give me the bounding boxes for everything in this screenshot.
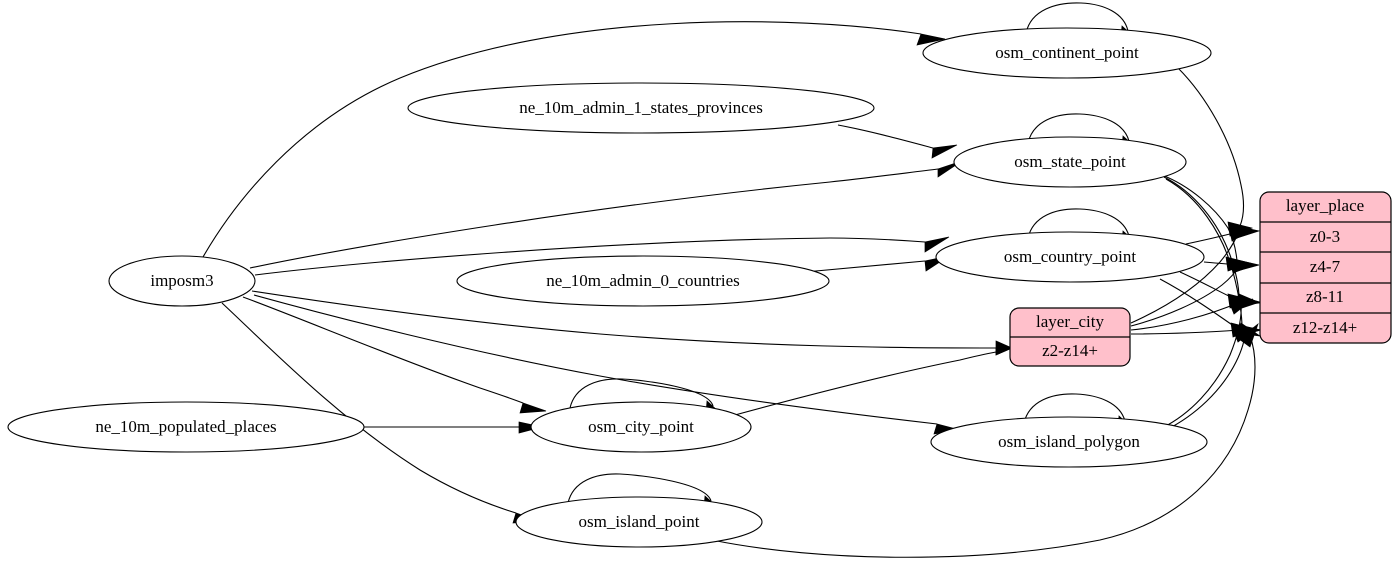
edge-osm_island_point-to-layer_place-z12-z14 — [711, 335, 1256, 558]
edge-osm_island_polygon-to-layer_place-z8-11 — [1161, 302, 1242, 429]
edge-layer — [202, 2, 1262, 558]
selfloop-osm_city_point — [569, 378, 714, 409]
edge-layer_city-to-layer_place-z12-z14 — [1130, 329, 1241, 335]
node-ne_10m_admin_0_countries[interactable]: ne_10m_admin_0_countries — [456, 255, 830, 307]
edge-imposm3-to-layer_city — [251, 290, 997, 349]
node-imposm3[interactable]: imposm3 — [108, 255, 256, 307]
edge-layer_city-to-layer_place-z8-11 — [1130, 301, 1241, 331]
node-osm_island_point[interactable]: osm_island_point — [515, 496, 763, 548]
edge-osm_continent_point-to-layer_place-z0-3 — [1177, 67, 1245, 227]
edge-imposm3-to-osm_state_point — [249, 168, 939, 269]
arrowhead-place-z12-e — [1238, 322, 1259, 348]
node-ne_10m_populated_places[interactable]: ne_10m_populated_places — [7, 401, 365, 453]
arrowhead-place-z0-3-c — [1228, 226, 1254, 242]
node-ne_10m_admin_1_states_provinces[interactable]: ne_10m_admin_1_states_provinces — [407, 82, 875, 134]
arrowhead-osm_continent_point-in — [916, 33, 946, 46]
node-osm_state_point[interactable]: osm_state_point — [953, 136, 1187, 188]
record-layer_city[interactable]: layer_city z2-z14+ — [1009, 307, 1131, 367]
edge-layer_city-to-layer_place-z0-3 — [1130, 230, 1240, 324]
edge-imposm3-to-osm_island_point — [221, 302, 517, 514]
arrowhead-osm_state_point-in-2 — [931, 144, 958, 159]
arrowhead-osm_city_point-in-1 — [519, 402, 547, 414]
selfloop-osm_island_polygon — [1023, 393, 1126, 424]
node-osm_city_point[interactable]: osm_city_point — [530, 401, 752, 453]
selfloop-osm_continent_point — [1025, 2, 1129, 34]
edge-imposm3-to-osm_city_point — [242, 296, 524, 404]
node-layer: imposm3 ne_10m_admin_1_states_provinces … — [7, 27, 1212, 548]
node-osm_continent_point[interactable]: osm_continent_point — [922, 27, 1212, 79]
edge-ne_states_provinces-to-osm_state_point — [837, 124, 934, 149]
edge-osm_country_point-to-layer_place-z8-11 — [1179, 271, 1238, 301]
node-osm_island_polygon[interactable]: osm_island_polygon — [930, 416, 1208, 468]
edge-imposm3-to-osm_continent_point — [202, 21, 922, 258]
arrowhead-place-z8-11-d — [1229, 298, 1254, 315]
selfloop-osm_country_point — [1027, 208, 1130, 239]
arrowhead-osm_country_point-in-1 — [924, 236, 950, 253]
edge-ne_admin_0_countries-to-osm_country_point — [804, 260, 926, 273]
edge-osm_country_point-to-layer_place-z12-z14 — [1159, 278, 1239, 330]
selfloop-osm_state_point — [1027, 113, 1130, 144]
selfloop-osm_island_point — [567, 473, 712, 504]
edge-osm_city_point-to-layer_city — [734, 351, 997, 416]
edge-imposm3-to-osm_island_polygon — [253, 294, 938, 425]
arrowhead-place-z4-7-c — [1231, 258, 1256, 274]
arrowhead-layer_city-in-b — [995, 340, 1013, 356]
edge-imposm3-to-osm_country_point — [254, 237, 926, 276]
record-layer_place[interactable]: layer_place z0-3 z4-7 z8-11 z12-z14+ — [1259, 191, 1392, 344]
node-osm_country_point[interactable]: osm_country_point — [935, 231, 1205, 283]
edge-osm_state_point-to-layer_place-z4-7 — [1161, 174, 1238, 262]
